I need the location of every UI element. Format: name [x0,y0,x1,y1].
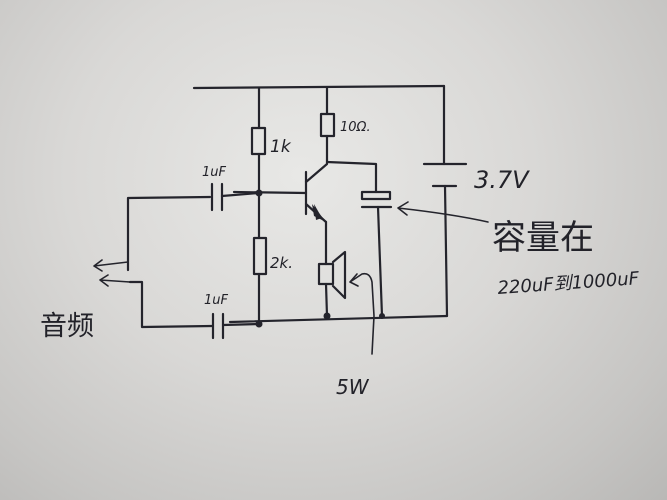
emitter-wire [324,220,329,318]
junction-bottom-left [255,320,263,328]
label-c-top: 1uF [202,165,227,180]
transistor-symbol [304,158,329,224]
label-r2: 2k. [270,254,293,272]
input-wire-top [126,195,212,272]
resistor-10ohm [319,112,336,138]
label-r3: 10Ω. [340,120,371,135]
battery-symbol [422,162,468,188]
cap-bottom-to-rail [221,322,261,327]
input-capacitor-top [210,182,224,212]
resistor-2k [252,236,268,276]
junction-bottom-cap [379,313,385,319]
electrolytic-capacitor [360,190,393,209]
resistor-1k [250,126,267,156]
bottom-rail [228,314,449,324]
input-capacitor-bottom [211,312,225,340]
label-voltage: 3.7V [474,166,530,194]
junction-bottom-emitter [323,312,331,320]
top-rail [192,84,446,90]
speaker-cone [331,250,347,300]
base-wire [232,190,308,195]
label-power: 5W [336,375,370,399]
label-input: 音频 [40,311,94,342]
label-r1: 1k [270,137,292,157]
capacitor-pointer-arrow [397,201,489,223]
label-c-bottom: 1uF [204,293,229,308]
battery-wire-bottom [443,184,449,318]
speaker-arrow [349,272,375,355]
input-arrow-top [93,259,129,272]
cap-top-to-junction [220,191,261,198]
speaker-coil [317,262,335,286]
junction-base [255,189,263,197]
collector-to-cap [325,160,378,194]
label-capacitor-range: 220uF到1000uF [497,268,640,299]
input-arrow-bottom [99,274,131,287]
label-capacitor-note: 容量在 [492,218,594,258]
input-wire-bottom [128,280,214,329]
cap-to-ground [376,205,384,318]
